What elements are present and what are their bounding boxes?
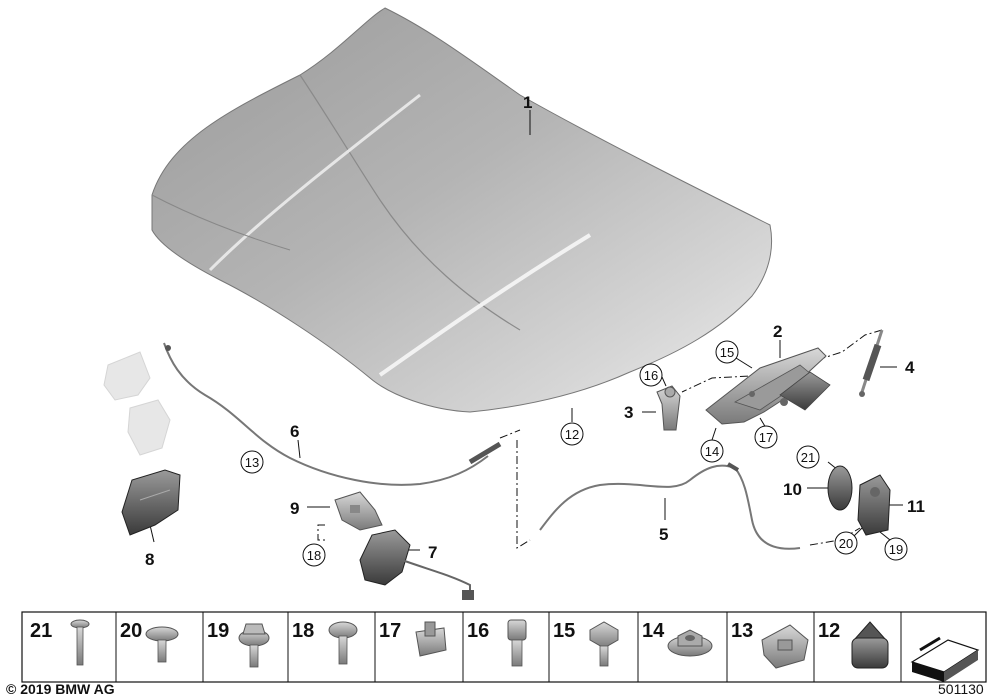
socket-head-screw-icon <box>507 619 527 667</box>
hinge-bolt-bracket <box>656 385 681 431</box>
callout-5: 5 <box>659 525 668 544</box>
bowden-cable-front <box>163 342 502 486</box>
hood-lock <box>359 529 474 600</box>
rubber-buffer <box>827 465 853 511</box>
strip-label-15: 15 <box>553 620 575 642</box>
spring-clip-icon <box>415 621 447 657</box>
copyright-text: © 2019 BMW AG <box>6 681 115 697</box>
strip-label-18: 18 <box>292 620 314 642</box>
lock-bracket <box>334 491 383 531</box>
circled-20: 20 <box>839 536 853 551</box>
circled-13: 13 <box>245 455 259 470</box>
callout-2: 2 <box>773 322 782 341</box>
strip-label-20: 20 <box>120 620 142 642</box>
bracket-clip-icon <box>761 624 809 669</box>
bonnet-hood <box>151 7 773 413</box>
callout-6: 6 <box>290 422 299 441</box>
circled-19: 19 <box>889 542 903 557</box>
hex-bolt-icon <box>589 621 619 667</box>
circled-14: 14 <box>705 444 719 459</box>
circled-16: 16 <box>644 368 658 383</box>
orientation-arrow-icon <box>910 636 980 682</box>
round-head-screw-icon <box>328 621 358 665</box>
flange-nut-icon <box>667 629 713 657</box>
callout-7: 7 <box>428 543 437 562</box>
torx-screw-icon <box>70 619 90 666</box>
callout-11: 11 <box>907 497 925 516</box>
collar-screw-icon <box>145 626 179 663</box>
buffer-support <box>857 474 891 536</box>
circled-18: 18 <box>307 548 321 563</box>
strip-label-16: 16 <box>467 620 489 642</box>
parts-strip: 21 20 19 18 17 16 15 14 13 12 <box>21 611 987 683</box>
strip-label-13: 13 <box>731 620 753 642</box>
hex-flange-screw-icon <box>238 623 270 668</box>
bowden-cable-rear <box>539 462 801 550</box>
callout-8: 8 <box>145 550 154 569</box>
hood-hinge <box>705 347 831 425</box>
diagram-number: 501130 <box>938 681 984 697</box>
callout-3: 3 <box>624 403 633 422</box>
callout-4: 4 <box>905 358 915 377</box>
circled-21: 21 <box>801 450 815 465</box>
lock-cover <box>121 469 181 536</box>
callout-10: 10 <box>783 480 802 499</box>
strip-label-21: 21 <box>30 620 52 642</box>
callout-1: 1 <box>523 93 532 112</box>
circled-17: 17 <box>759 430 773 445</box>
strip-label-14: 14 <box>642 620 665 642</box>
strip-label-19: 19 <box>207 620 229 642</box>
rubber-buffer-icon <box>851 621 889 669</box>
strip-label-17: 17 <box>379 620 401 642</box>
circled-15: 15 <box>720 345 734 360</box>
callout-9: 9 <box>290 499 299 518</box>
circled-references: 12 13 14 15 16 17 18 19 20 21 <box>240 340 908 567</box>
strip-label-12: 12 <box>818 620 840 642</box>
gas-strut <box>859 329 884 397</box>
callout-labels: 1 2 3 4 5 6 7 8 9 10 11 <box>145 93 925 569</box>
circled-12: 12 <box>565 427 579 442</box>
ghost-lock-parts <box>103 351 171 456</box>
